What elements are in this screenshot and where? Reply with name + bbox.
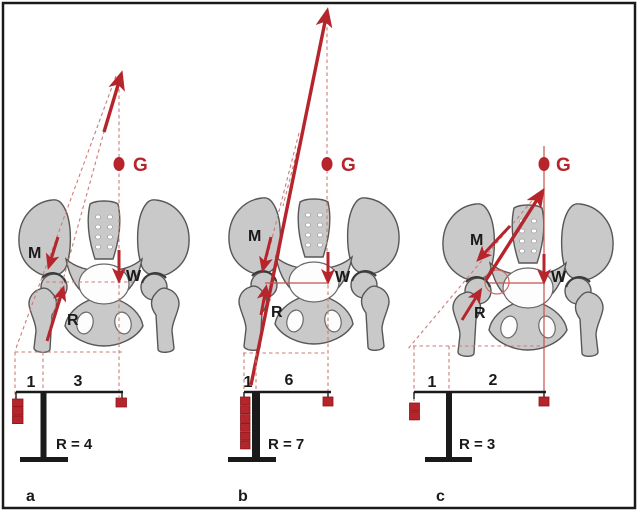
left-arm-value: 1 <box>244 374 253 391</box>
weight-square <box>12 398 24 407</box>
weight-square <box>409 411 420 421</box>
weight-square <box>538 396 550 407</box>
reaction-label: R <box>271 304 283 321</box>
muscle-force-arrow <box>45 236 60 270</box>
pelvis-illustration <box>19 200 189 353</box>
pelvis-illustration <box>229 198 399 351</box>
weight-label: W <box>551 269 567 286</box>
muscle-force-arrow <box>476 224 512 262</box>
reaction-result: R = 3 <box>459 436 495 453</box>
left-weights <box>240 396 251 450</box>
hip-joint-circle <box>484 269 510 295</box>
resultant-force-arrow <box>249 7 333 386</box>
lever-diagram: 1 3 R = 4 <box>12 373 127 462</box>
center-of-gravity-dot <box>321 157 333 171</box>
gravity-label: G <box>133 155 148 176</box>
right-weights <box>115 397 127 408</box>
weight-square <box>240 422 251 432</box>
weight-square <box>240 431 251 441</box>
reaction-result: R = 7 <box>268 436 304 453</box>
weight-square <box>12 407 24 416</box>
right-weights <box>322 396 334 407</box>
weight-square <box>322 396 334 407</box>
center-of-gravity-dot <box>113 157 125 171</box>
resultant-force-arrow <box>102 70 125 133</box>
panel-c: G M W R 1 2 R = 3 c <box>406 146 613 505</box>
weight-label: W <box>126 268 142 285</box>
gravity-label: G <box>341 155 356 176</box>
panel-b: G M W R 1 6 R = 7 b <box>228 7 399 505</box>
joint-reaction-arrow <box>256 284 271 316</box>
left-weights <box>12 398 24 424</box>
right-arm-value: 6 <box>285 372 294 389</box>
weight-square <box>12 415 24 424</box>
reaction-label: R <box>474 305 486 322</box>
left-arm-value: 1 <box>27 374 36 391</box>
weight-square <box>240 440 251 450</box>
joint-reaction-arrow <box>460 287 483 321</box>
reaction-result: R = 4 <box>56 436 93 453</box>
panel-caption: c <box>436 488 445 505</box>
weight-square <box>240 396 251 406</box>
weight-square <box>240 405 251 415</box>
right-arm-value: 2 <box>489 372 498 389</box>
muscle-label: M <box>248 228 261 245</box>
left-weights <box>409 402 420 421</box>
muscle-label: M <box>470 232 483 249</box>
weight-square <box>409 402 420 412</box>
pelvis-illustration <box>443 204 613 357</box>
weight-square <box>240 414 251 423</box>
lever-diagram: 1 6 R = 7 <box>228 372 334 462</box>
muscle-force-arrow <box>259 236 273 273</box>
left-arm-value: 1 <box>428 374 437 391</box>
panel-caption: a <box>26 488 35 505</box>
weight-label: W <box>335 269 351 286</box>
lever-diagram: 1 2 R = 3 <box>409 372 550 462</box>
resultant-force-arrow <box>484 187 545 281</box>
joint-reaction-arrow <box>45 285 67 342</box>
center-of-gravity-dot <box>538 157 550 171</box>
panel-caption: b <box>238 488 248 505</box>
panel-a: G M W R 1 3 R = 4 a <box>12 70 190 505</box>
reaction-label: R <box>67 312 79 329</box>
muscle-label: M <box>28 245 41 262</box>
gravity-label: G <box>556 155 571 176</box>
right-arm-value: 3 <box>74 373 83 390</box>
weight-square <box>115 397 127 408</box>
right-weights <box>538 396 550 407</box>
